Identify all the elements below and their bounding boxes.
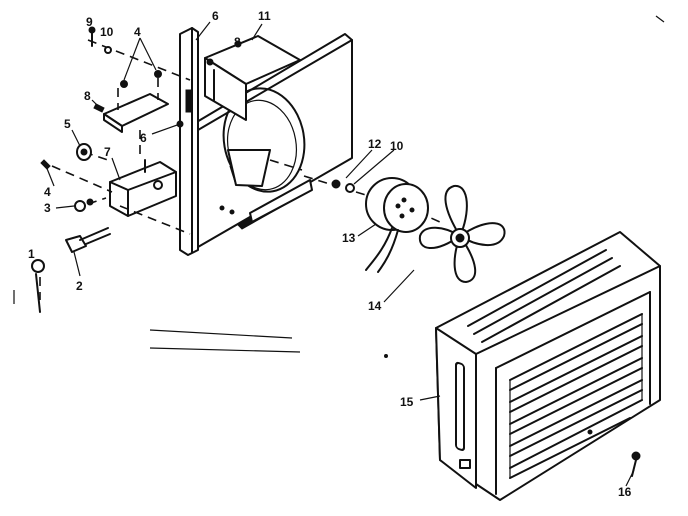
callout-6-mid: 6 xyxy=(140,131,147,145)
callout-7: 7 xyxy=(104,145,111,159)
callout-15: 15 xyxy=(400,395,414,409)
callout-16: 16 xyxy=(618,485,632,499)
callout-13: 13 xyxy=(342,231,356,245)
callout-11: 11 xyxy=(258,9,271,23)
callout-9: 9 xyxy=(86,15,93,29)
switch-icon xyxy=(65,227,111,253)
grille-louvers xyxy=(509,313,643,479)
callout-4-left: 4 xyxy=(44,185,51,199)
fan-blade xyxy=(418,184,506,283)
callout-8-left: 8 xyxy=(84,89,91,103)
scan-marks xyxy=(13,15,665,358)
screw-4-icon xyxy=(40,159,51,170)
washer-10b-icon xyxy=(345,183,355,193)
washer-10-icon xyxy=(104,46,112,54)
motor xyxy=(365,177,429,273)
leader-lines xyxy=(45,21,635,487)
callout-5: 5 xyxy=(64,117,71,131)
callout-3: 3 xyxy=(44,201,51,215)
callout-8-top: 8 xyxy=(234,35,241,49)
callout-12: 12 xyxy=(368,137,382,151)
screw-8-icon xyxy=(93,103,105,113)
callout-4-top: 4 xyxy=(134,25,141,39)
callout-10-top: 10 xyxy=(100,25,114,39)
callout-14: 14 xyxy=(368,299,382,313)
housing-panel xyxy=(189,33,353,248)
switch-bracket xyxy=(109,159,177,217)
bracket-post xyxy=(179,27,199,256)
callout-labels: 9 10 4 8 5 7 4 3 1 2 6 8 11 6 12 10 13 1… xyxy=(28,9,632,499)
grille-cover xyxy=(435,231,661,501)
hardware xyxy=(31,26,641,477)
callout-1: 1 xyxy=(28,247,35,261)
lock-nut-12-icon xyxy=(331,179,341,189)
mounting-plate xyxy=(103,93,169,133)
nut-icon xyxy=(74,198,94,212)
screw-1-icon xyxy=(31,259,45,313)
knob-icon xyxy=(76,143,92,161)
callout-6-top: 6 xyxy=(212,9,219,23)
callout-2: 2 xyxy=(76,279,83,293)
callout-10-right: 10 xyxy=(390,139,404,153)
